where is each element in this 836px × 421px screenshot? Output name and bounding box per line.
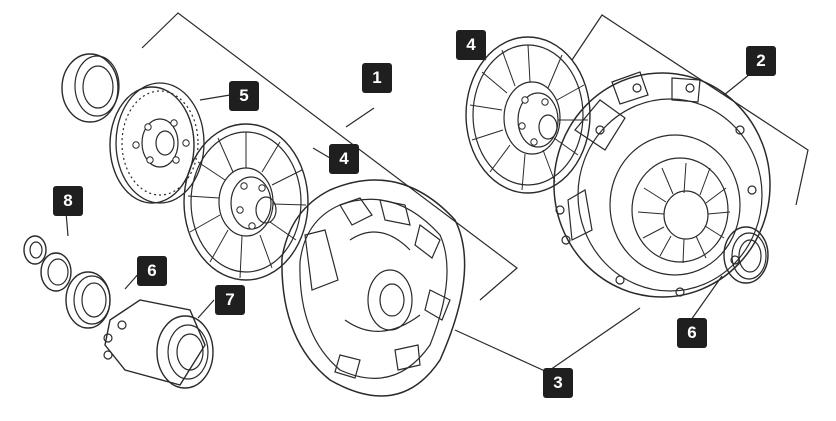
clutch-disc-left-part [183,123,309,281]
callout-2-label: 2 [756,51,766,70]
callout-6-left: 6 [137,256,167,286]
clutch-disc-right-part [465,36,591,194]
callout-1-label: 1 [372,68,382,87]
flywheel-disc-part [109,82,205,204]
callout-8: 8 [53,186,83,216]
callout-4-right-label: 4 [466,35,476,54]
release-bearing-part [103,299,214,389]
callout-2: 2 [746,46,776,76]
callout-1: 1 [362,63,392,93]
small-bearing-ring-part [23,235,47,265]
callout-4-left-label: 4 [339,149,349,168]
callout-6-right: 6 [677,318,707,348]
group-1-bracket-lines [141,12,518,301]
leader-lines [65,44,723,373]
callout-7: 7 [215,285,245,315]
callout-6-right-label: 6 [687,323,697,342]
callout-5: 5 [229,81,259,111]
callout-3-label: 3 [553,373,563,392]
pressure-plate-part [553,71,771,298]
callout-4-right: 4 [456,30,486,60]
bearing-ring-right-part [723,226,769,284]
seal-ring-part [61,53,120,123]
callout-8-label: 8 [63,191,73,210]
callout-5-label: 5 [239,86,249,105]
group-2-bracket-lines [571,14,809,206]
pressure-plate-housing-part [281,179,466,397]
callout-3: 3 [543,368,573,398]
callout-7-label: 7 [225,290,235,309]
callout-6-left-label: 6 [147,261,157,280]
callout-4-left: 4 [329,144,359,174]
seal-ring-left-part [40,252,72,292]
bearing-ring-left-part [65,271,111,329]
